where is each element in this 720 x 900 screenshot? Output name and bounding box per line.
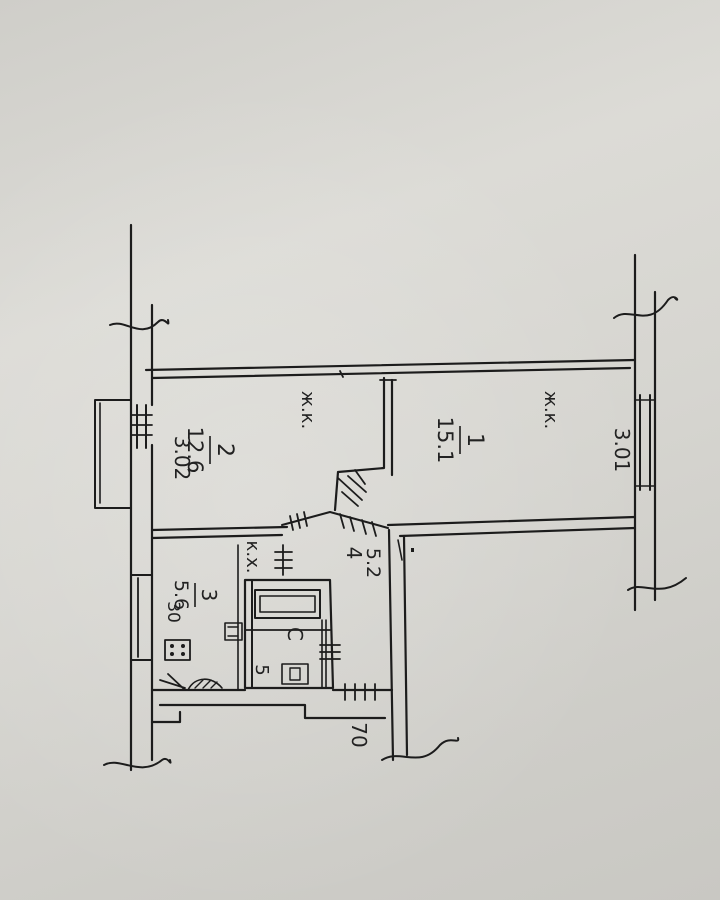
hall-doors — [281, 511, 389, 537]
kitchen-area: 5.6 — [170, 580, 192, 610]
entrance-wall — [381, 528, 460, 762]
left-window-kitchen — [130, 574, 153, 661]
left-exterior-wall — [103, 223, 172, 772]
right-exterior-wall — [613, 253, 687, 612]
hall-label: 4 5.2 — [342, 547, 384, 578]
height-right-label: 3.01 — [610, 428, 634, 473]
stove-icon — [164, 639, 191, 661]
room2-number: 2 — [212, 443, 237, 457]
top-wall — [144, 358, 637, 380]
room1-number: 1 — [462, 433, 487, 447]
partition-room2-room1 — [333, 376, 397, 512]
height-left-label: 3.02 — [170, 436, 194, 481]
wall-room2-kitchen — [150, 525, 289, 540]
room1-code: ж.к. — [540, 391, 561, 430]
left-window-room2 — [94, 399, 153, 509]
hall-number: 4 — [342, 547, 366, 560]
kitchen-code-label: к.х. — [242, 541, 263, 574]
entry-width-label: 70 — [347, 722, 371, 747]
entry-width: 70 — [347, 722, 371, 747]
bathroom-block — [224, 544, 341, 690]
kitchen-window-label: 30 — [163, 601, 183, 623]
height-right: 3.01 — [610, 428, 634, 473]
bath-label-5: 5 — [251, 664, 272, 675]
bath-number: 5 — [251, 664, 272, 675]
hall-area: 5.2 — [362, 548, 384, 578]
kitchen-number: 3 — [197, 589, 221, 602]
bath-mark-c: C — [283, 627, 307, 641]
room2-area: 12.6 — [183, 427, 207, 474]
bath-label-c: C — [283, 627, 307, 641]
room2-code: ж.к. — [297, 391, 318, 430]
bottom-wall-kitchen — [150, 673, 394, 724]
room-2-code: ж.к. — [297, 391, 318, 430]
kitchen-code: к.х. — [242, 541, 263, 574]
room1-area: 15.1 — [433, 417, 457, 464]
kitchen-window: 30 — [163, 601, 183, 623]
lower-wall-room1 — [386, 515, 637, 538]
height-left: 3.02 — [170, 436, 194, 481]
kitchen-label: 3 5.6 — [170, 580, 221, 610]
room-1-label: 1 15.1 — [433, 417, 487, 464]
room-1-code: ж.к. — [540, 391, 561, 430]
room-2-label: 2 12.6 — [183, 427, 237, 474]
